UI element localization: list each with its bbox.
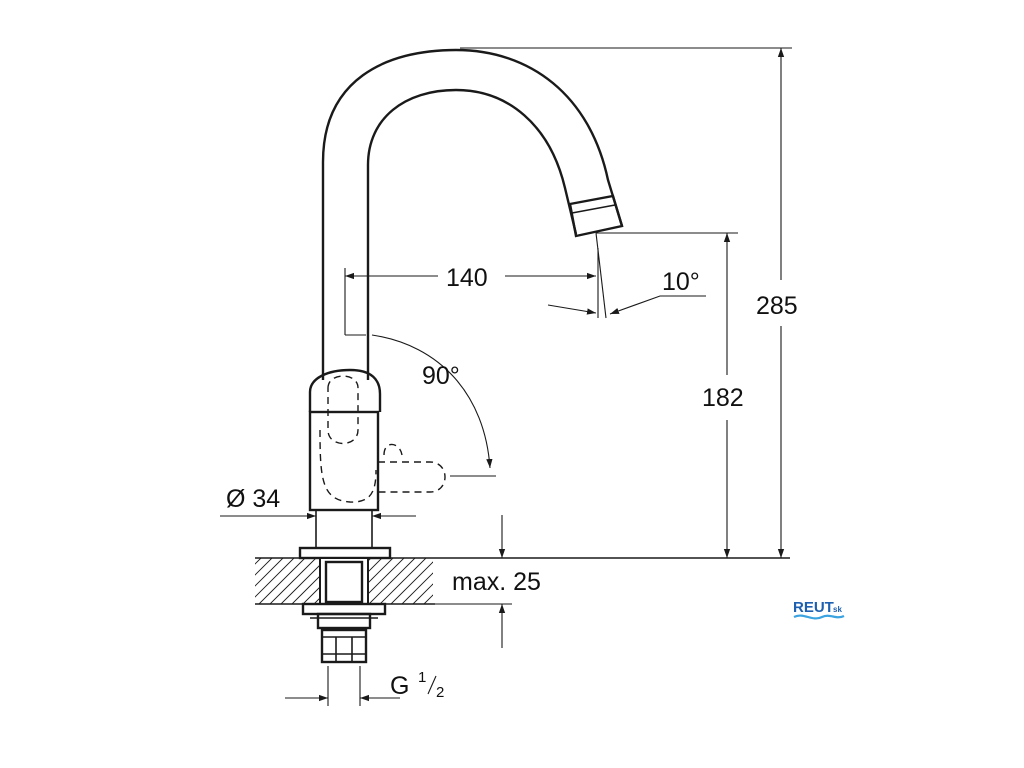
lever-cap [308, 368, 382, 412]
dim-body-diameter: Ø 34 [220, 485, 416, 520]
label-thread-num: 1 [418, 669, 426, 686]
hatch-line [368, 558, 416, 604]
logo-suffix: sk [833, 605, 842, 614]
hidden-lever [319, 375, 446, 503]
dim-total-height: 285 [460, 47, 798, 558]
label-thread-base: G [390, 672, 409, 700]
aerator [568, 194, 624, 238]
label-total-height: 285 [756, 292, 798, 320]
hatch-line [255, 558, 295, 598]
spout-outer [321, 48, 624, 380]
label-spout-angle: 10° [662, 268, 700, 296]
hatch-line [390, 561, 433, 604]
hatch-line [401, 572, 433, 604]
dim-spout-angle: 10° [547, 248, 706, 318]
hatch-line [255, 558, 273, 576]
base-flange [298, 546, 392, 560]
label-lever-rotation: 90° [422, 362, 460, 390]
rotated-lever [378, 461, 446, 493]
dim-lever-rotation: 90° [345, 334, 496, 477]
dim-spout-reach: 140 [344, 232, 607, 335]
counter-section [255, 557, 790, 664]
hatch-line [255, 558, 284, 587]
label-body-diameter: Ø 34 [226, 485, 280, 513]
spout-inner [366, 88, 578, 380]
faucet-outline [298, 48, 624, 560]
reut-logo: REUT sk [793, 599, 845, 620]
label-spout-reach: 140 [446, 264, 488, 292]
dim-spout-height: 182 [596, 232, 744, 558]
hatch-line [379, 558, 427, 604]
hatch-line [258, 558, 306, 604]
hatch-line [269, 558, 317, 604]
dim-max-thickness: max. 25 [435, 515, 541, 648]
dim-thread: G 1 2 [285, 666, 444, 706]
hatch-line [255, 558, 262, 565]
hatch-line [412, 583, 433, 604]
label-max-thickness: max. 25 [452, 568, 541, 596]
logo-name: REUT [793, 599, 834, 616]
hatch-line [423, 594, 433, 604]
body [308, 410, 380, 512]
label-spout-height: 182 [702, 384, 744, 412]
label-thread-den: 2 [436, 684, 444, 701]
logo-wave [793, 614, 845, 620]
